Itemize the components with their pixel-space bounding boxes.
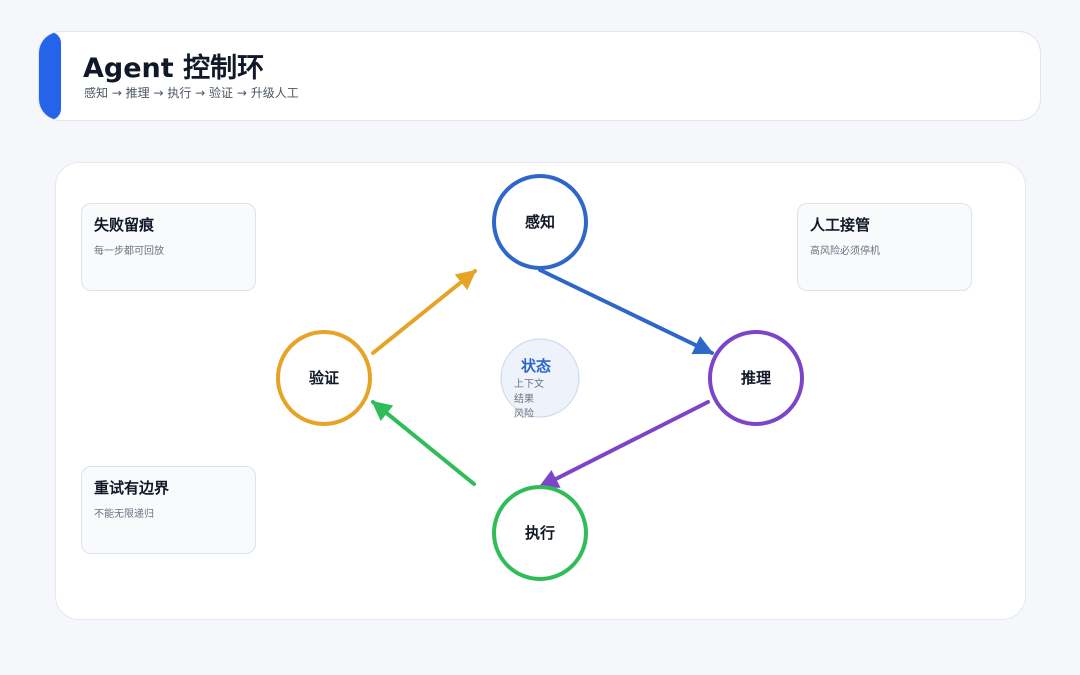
- node-label: 执行: [525, 524, 555, 542]
- page-subtitle: 感知 → 推理 → 执行 → 验证 → 升级人工: [84, 86, 299, 100]
- note-description: 不能无限递归: [94, 509, 154, 520]
- node-label: 推理: [741, 369, 771, 387]
- note-title: 重试有边界: [94, 479, 170, 497]
- node-label: 验证: [309, 369, 339, 387]
- header-card: Agent 控制环 感知 → 推理 → 执行 → 验证 → 升级人工: [38, 31, 1041, 121]
- note-human-takeover: 人工接管 高风险必须停机: [797, 203, 972, 291]
- state-title: 状态: [521, 357, 551, 375]
- state-item: 结果: [514, 392, 534, 405]
- note-failure-trace: 失败留痕 每一步都可回放: [81, 203, 256, 291]
- note-description: 每一步都可回放: [94, 246, 164, 257]
- edge-execute-to-verify: [371, 400, 476, 486]
- note-title: 人工接管: [810, 216, 871, 234]
- note-description: 高风险必须停机: [810, 246, 880, 257]
- node-reason: 推理: [708, 330, 804, 426]
- state-item: 风险: [514, 407, 534, 420]
- edge-perceive-to-reason: [538, 268, 714, 355]
- note-title: 失败留痕: [94, 216, 155, 234]
- edge-reason-to-execute: [538, 400, 710, 489]
- header-accent-bar: [39, 32, 61, 120]
- node-verify: 验证: [276, 330, 372, 426]
- state-circle: [500, 338, 580, 418]
- node-perceive: 感知: [492, 174, 588, 270]
- node-execute: 执行: [492, 485, 588, 581]
- edge-verify-to-perceive: [371, 269, 477, 355]
- page-title: Agent 控制环: [83, 53, 265, 84]
- node-label: 感知: [525, 213, 555, 231]
- state-item: 上下文: [514, 377, 544, 390]
- note-bounded-retry: 重试有边界 不能无限递归: [81, 466, 256, 554]
